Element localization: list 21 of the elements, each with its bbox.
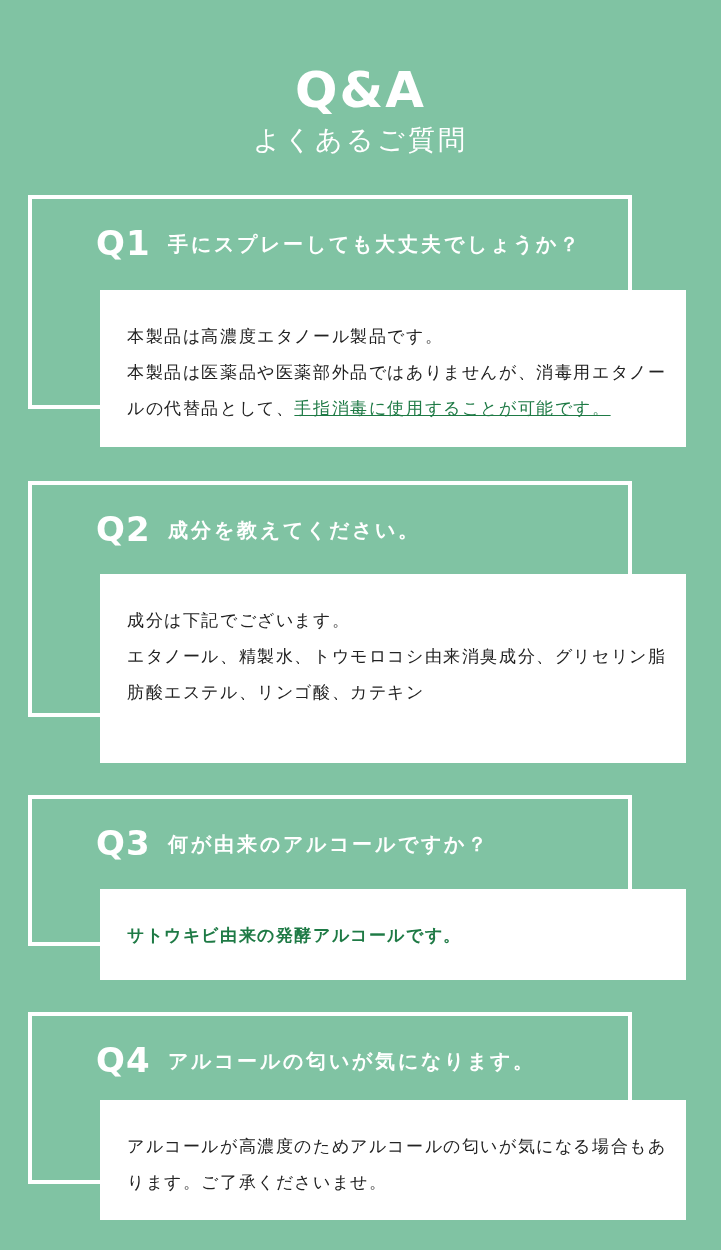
question-text: 手にスプレーしても大丈夫でしょうか？	[168, 231, 582, 258]
answer-card	[100, 574, 686, 763]
answer-text: 本製品は医薬品や医薬部外品ではありませんが、消毒用エタノールの代替品として、手指消毒に使用することが可能です。	[127, 361, 668, 420]
answer-text: アルコールが高濃度のためアルコールの匂いが気になる場合もあります。ご了承くださいませ。	[127, 1135, 668, 1194]
question-number: Q3	[96, 823, 151, 863]
question-text: 成分を教えてください。	[168, 517, 421, 544]
question-number: Q1	[96, 223, 151, 263]
answer-text: 成分は下記でございます。	[127, 609, 352, 632]
question-text: 何が由来のアルコールですか？	[168, 831, 490, 858]
answer-card	[100, 889, 686, 980]
answer-text: 本製品は高濃度エタノール製品です。	[127, 325, 445, 348]
question-number: Q4	[96, 1040, 151, 1080]
page-title: Q&A	[294, 60, 427, 120]
question-number: Q2	[96, 509, 151, 549]
answer-text: サトウキビ由来の発酵アルコールです。	[127, 924, 463, 947]
link: 手指消毒に使用することが可能です。	[294, 398, 611, 418]
answer-card	[100, 1100, 686, 1220]
answer-text: エタノール、精製水、トウモロコシ由来消臭成分、グリセリン脂肪酸エステル、リンゴ酸、カテキン	[127, 645, 668, 704]
answer-card	[100, 290, 686, 447]
question-text: アルコールの匂いが気になります。	[168, 1048, 536, 1075]
subtitle: よくあるご質問	[252, 123, 469, 157]
